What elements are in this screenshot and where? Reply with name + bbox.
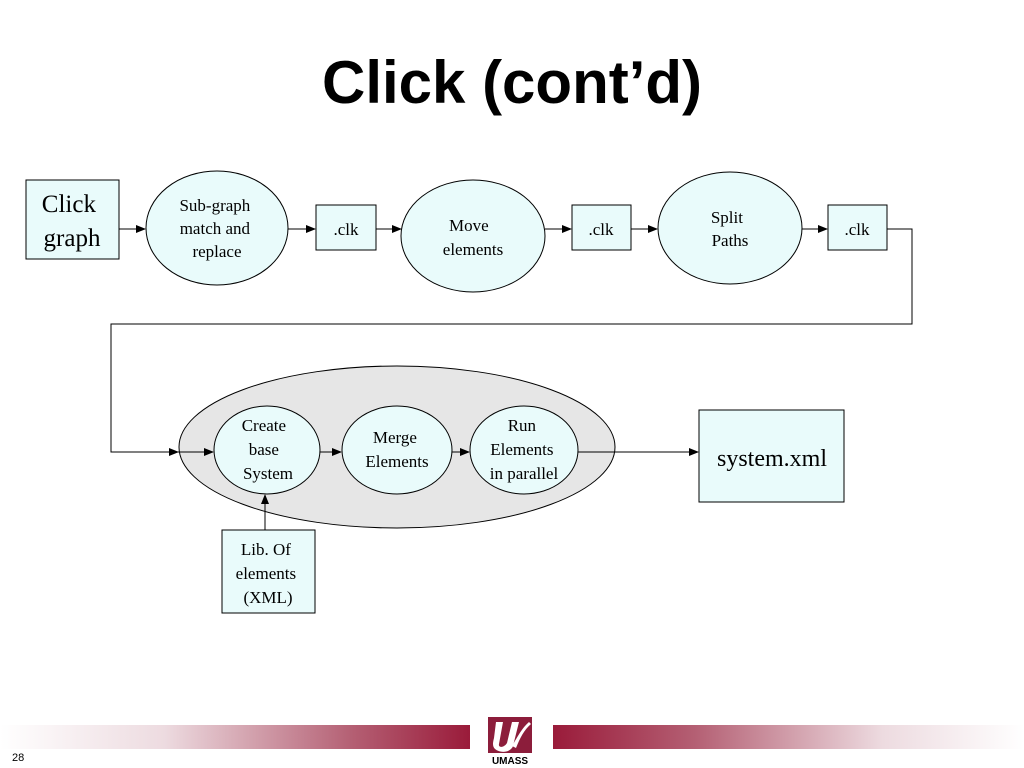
lib-elements-line-3: (XML) [243,588,292,607]
system-xml-box [698,409,845,503]
click-graph-label: Click graph [42,191,102,252]
sub-graph-line-2: match and [180,219,251,238]
clk-label-3: .clk [844,220,870,239]
split-paths-line-2: Paths [712,231,749,250]
sub-graph-line-1: Sub-graph [179,196,250,215]
sub-graph-node [145,170,289,286]
split-paths-node [657,171,803,285]
clk-box-1 [315,204,377,251]
run-elements-line-1: Run [508,416,537,435]
move-elements-node [400,179,546,293]
merge-elements-node [341,405,453,495]
run-elements-label: Run Elements in parallel [490,416,559,483]
create-base-label: Create base System [242,416,293,483]
move-elements-label: Move elements [443,216,503,259]
logo-u-mark [493,722,519,752]
lib-elements-line-2: elements [236,564,296,583]
system-xml-label: system.xml [717,446,827,472]
footer-bar-left [0,725,470,749]
create-base-line-2: base [249,440,279,459]
merge-elements-line-1: Merge [373,428,417,447]
run-elements-line-2: Elements [490,440,553,459]
merge-elements-line-2: Elements [365,452,428,471]
sub-graph-line-3: replace [192,242,241,261]
click-graph-box [25,179,120,260]
move-elements-line-1: Move [449,216,489,235]
create-base-line-3: System [243,464,293,483]
clk-box-3 [827,204,888,251]
clk-label-1: .clk [333,220,359,239]
slide-title: Click (cont’d) [321,49,702,116]
logo-text: UMASS [492,756,528,766]
clk-label-2: .clk [588,220,614,239]
merge-elements-label: Merge Elements [365,428,428,471]
page-number: 28 [12,752,25,764]
run-elements-node [469,405,579,495]
umass-logo: UMASS [488,717,532,766]
run-elements-line-3: in parallel [490,464,559,483]
connector-path [110,228,913,456]
move-elements-line-2: elements [443,240,503,259]
logo-swoosh [512,722,531,748]
split-paths-line-1: Split [711,208,743,227]
lib-elements-line-1: Lib. Of [241,540,291,559]
clk-box-2 [571,204,632,251]
lib-elements-box [221,529,316,614]
lib-elements-label: Lib. Of elements (XML) [236,540,301,607]
footer-bar-right [553,725,1024,749]
click-graph-line-2: graph [44,225,101,252]
click-graph-line-1: Click [42,191,97,218]
create-base-line-1: Create [242,416,286,435]
split-paths-label: Split Paths [711,208,749,250]
sub-graph-label: Sub-graph match and replace [179,196,254,261]
